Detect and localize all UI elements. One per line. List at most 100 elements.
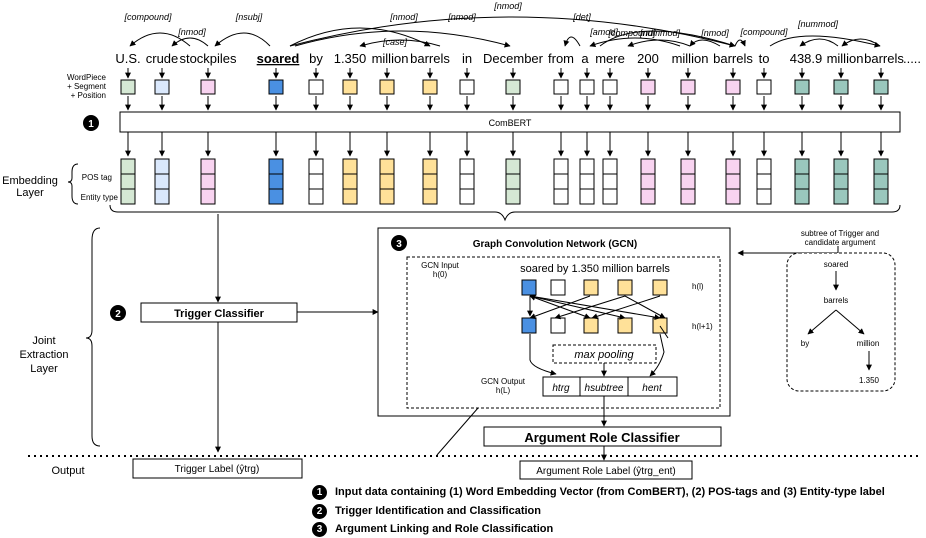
svg-text:1: 1: [88, 119, 94, 130]
gcn-output-cell: hsubtree: [585, 383, 624, 394]
svg-text:3: 3: [396, 239, 402, 250]
embedding-cell: [602, 158, 618, 175]
sentence-token: soared: [257, 51, 300, 66]
embedding-cell: [154, 173, 170, 190]
dependency-label: [compound]: [739, 27, 788, 37]
embedding-cell: [459, 188, 475, 205]
legend-text-2: Trigger Identification and Classificatio…: [335, 505, 541, 517]
dependency-label: [nmod]: [177, 27, 206, 37]
dependency-label: [nummod]: [639, 28, 681, 38]
svg-text:max pooling: max pooling: [574, 349, 634, 361]
entity-type-label: Entity type: [81, 193, 119, 202]
embedding-cell: [640, 188, 656, 205]
argument-label-box: Argument Role Label (ŷtrg_ent): [519, 460, 693, 480]
embedding-cell: [833, 188, 849, 205]
legend-marker-1: 1: [312, 484, 327, 500]
sentence-token: 438.9: [790, 51, 823, 66]
svg-text:ComBERT: ComBERT: [489, 118, 532, 128]
sentence-token: million: [672, 51, 709, 66]
dependency-label: [nmod]: [389, 12, 418, 22]
sentence-token: U.S.: [115, 51, 140, 66]
argument-role-classifier-box: Argument Role Classifier: [483, 426, 722, 447]
subtree-node: by: [801, 339, 809, 348]
input-label-line: WordPiece: [67, 73, 107, 82]
dependency-labels: [compound][nmod][nsubj][nmod][nmod][nmod…: [123, 1, 838, 47]
embedding-boxes: [120, 132, 889, 205]
dependency-label: [nmod]: [447, 12, 476, 22]
dependency-label: [compound]: [607, 28, 656, 38]
subtree-node: million: [857, 339, 880, 348]
token-box: [579, 79, 595, 95]
embedding-cell: [579, 188, 595, 205]
sentence-token: in: [462, 51, 472, 66]
gcn-output-cell: hent: [642, 383, 663, 394]
embedding-cell: [459, 173, 475, 190]
embedding-cell: [200, 188, 216, 205]
embedding-bottom-brace: [109, 204, 901, 222]
gcn-inner-dashed: [406, 256, 721, 409]
gcn-input-line: h(0): [433, 270, 448, 279]
dependency-label: [nsubj]: [235, 12, 263, 22]
gcn-node: [652, 279, 668, 296]
trigger-classifier-box: Trigger Classifier: [140, 302, 298, 323]
embedding-cell: [505, 173, 521, 190]
gcn-output-vector: [542, 376, 678, 397]
gcn-title: Graph Convolution Network (GCN): [473, 239, 637, 250]
legend-marker-2: 2: [312, 503, 327, 519]
gcn-node: [617, 317, 633, 334]
token-box: [200, 79, 216, 95]
embedding-cell: [680, 173, 696, 190]
embedding-cell: [422, 173, 438, 190]
embedding-cell: [342, 188, 358, 205]
combert-box: ComBERT: [119, 111, 901, 133]
gcn-node: [583, 317, 599, 334]
embedding-cell: [268, 173, 284, 190]
embedding-cell: [308, 158, 324, 175]
gcn-node: [652, 317, 668, 334]
svg-text:2: 2: [115, 309, 121, 320]
gcn-node: [521, 279, 537, 296]
embedding-cell: [794, 173, 810, 190]
token-box: [725, 79, 741, 95]
sentence-token: December: [483, 51, 544, 66]
embedding-cell: [680, 158, 696, 175]
sentence-token: 200: [637, 51, 659, 66]
embedding-cell: [725, 188, 741, 205]
embedding-cell: [200, 173, 216, 190]
subtree-node: barrels: [824, 296, 848, 305]
gcn-node: [521, 317, 537, 334]
embedding-cell: [833, 173, 849, 190]
joint-label-line: Joint: [32, 335, 55, 347]
embedding-cell: [200, 158, 216, 175]
embedding-cell: [120, 188, 136, 205]
sentence-token: 1.350: [334, 51, 367, 66]
sentence-token: from: [548, 51, 574, 66]
gcn-output-line: h(L): [496, 386, 511, 395]
sentence-token: crude: [146, 51, 179, 66]
gcn-edges: [527, 295, 669, 339]
gcn-input-line: GCN Input: [421, 261, 460, 270]
token-box: [154, 79, 170, 95]
input-label-line: + Segment: [67, 82, 107, 91]
token-box: [833, 79, 849, 95]
embedding-cell: [756, 158, 772, 175]
wordpiece-label: WordPiece+ Segment+ Position: [67, 73, 107, 100]
sentence-token: mere: [595, 51, 625, 66]
embedding-cell: [873, 158, 889, 175]
embedding-cell: [308, 173, 324, 190]
embedding-cell: [154, 158, 170, 175]
dependency-label: [case]: [382, 37, 408, 47]
embedding-cell: [553, 158, 569, 175]
embedding-cell: [873, 173, 889, 190]
output-label: Output: [51, 465, 84, 477]
sentence-token: million: [827, 51, 864, 66]
embedding-cell: [120, 173, 136, 190]
legend-item-3: 3 Argument Linking and Role Classificati…: [312, 520, 912, 538]
dependency-arcs: [129, 16, 881, 48]
sentence-token: barrels: [713, 51, 753, 66]
joint-label-line: Extraction: [20, 349, 69, 361]
sentence-token: to: [759, 51, 770, 66]
